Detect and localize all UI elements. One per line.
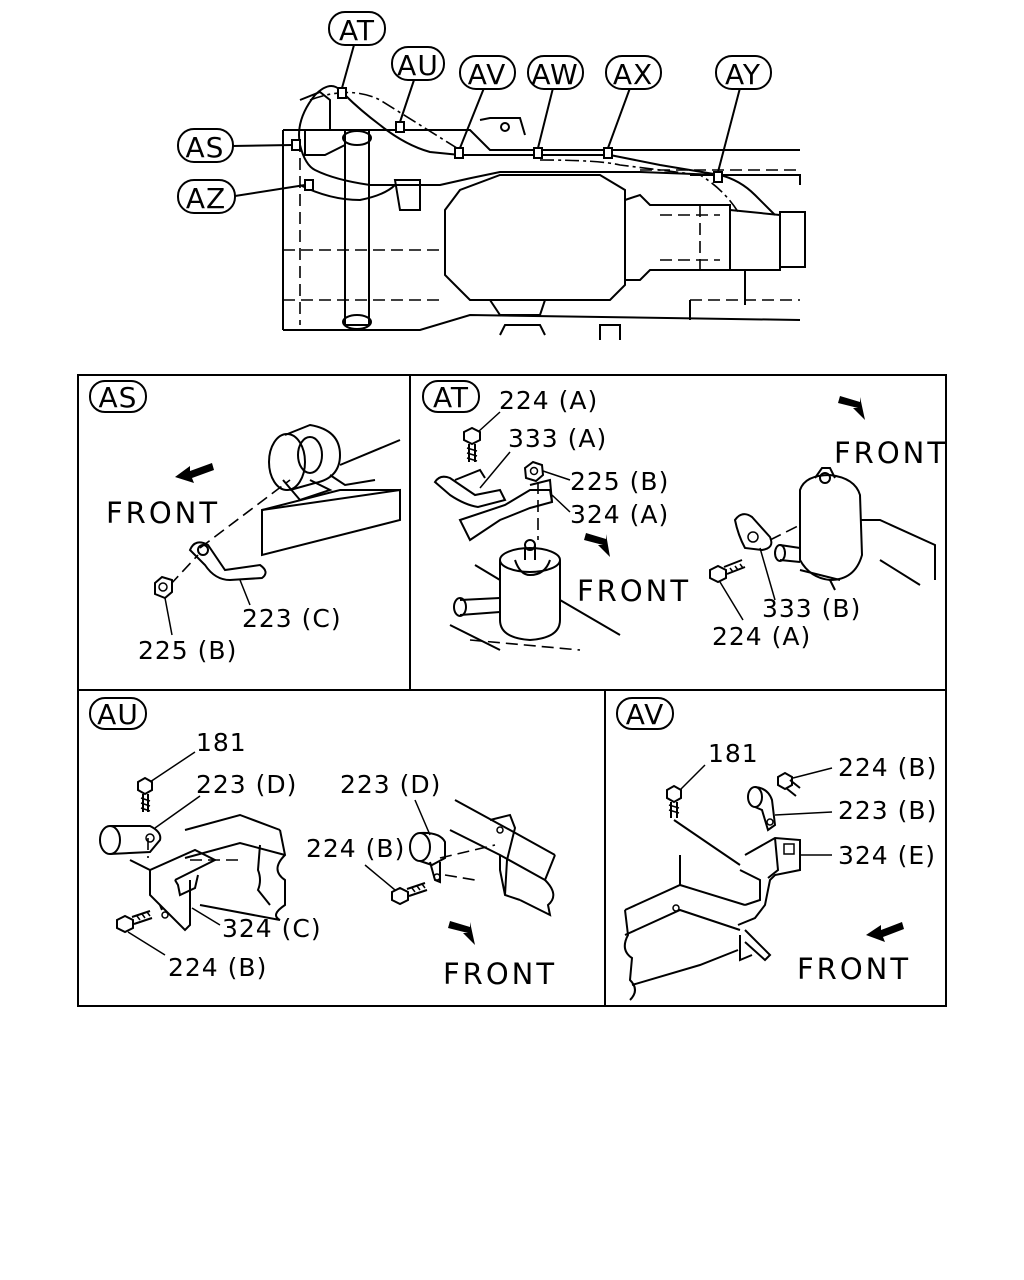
callout-au-label: AU [397, 49, 439, 82]
panel-av-title: AV [626, 698, 665, 731]
front-arrow-icon [584, 533, 610, 557]
callout-aw: AW [527, 55, 584, 91]
panel-at-front-label-1: FRONT [577, 574, 691, 608]
panel-au-title: AU [97, 698, 139, 731]
panel-as-part-225b: 225 (B) [138, 636, 237, 665]
callout-av: AV [459, 55, 516, 91]
callout-at-label: AT [339, 14, 375, 47]
panel-as-front-label: FRONT [106, 496, 220, 530]
panel-av-part-223b: 223 (B) [838, 796, 937, 825]
chassis-overview: AT AU AV AW AX AY AS AZ [177, 11, 806, 340]
panel-at-front-label-2: FRONT [834, 436, 948, 470]
front-arrow-icon [838, 396, 865, 420]
panel-au-front-label: FRONT [443, 957, 557, 991]
callout-ay: AY [715, 55, 772, 91]
callout-as: AS [177, 128, 234, 164]
panel-at-title: AT [433, 381, 469, 414]
panel-as-part-223c: 223 (C) [242, 604, 342, 633]
panel-at: AT 224 (A) 333 (A) 225 (B) 324 (A) 333 (… [422, 380, 948, 651]
panel-au: AU 181 223 (D) 324 (C) 224 (B) 223 (D) 2… [89, 697, 557, 991]
panel-at-part-225b: 225 (B) [570, 467, 669, 496]
callout-at: AT [328, 11, 386, 47]
callout-av-label: AV [468, 58, 507, 91]
callout-az-label: AZ [186, 182, 226, 215]
panel-au-part-181: 181 [196, 728, 247, 757]
callout-aw-label: AW [531, 58, 578, 91]
callout-as-label: AS [186, 131, 225, 164]
panel-at-part-224a-bottom: 224 (A) [712, 622, 811, 651]
callout-au: AU [391, 46, 445, 82]
callout-ay-label: AY [725, 58, 761, 91]
panel-au-part-224b-right: 224 (B) [306, 834, 405, 863]
panel-au-part-223d-right: 223 (D) [340, 770, 441, 799]
panel-at-part-324a: 324 (A) [570, 500, 669, 529]
panel-at-part-333b: 333 (B) [762, 594, 861, 623]
callout-ax: AX [605, 55, 662, 91]
panel-as: AS FRONT 223 (C) 225 (B) [89, 380, 401, 665]
detail-grid [77, 374, 947, 1007]
callout-az: AZ [177, 179, 236, 215]
panel-at-part-333a: 333 (A) [508, 424, 607, 453]
panel-at-part-224a-top: 224 (A) [499, 386, 598, 415]
front-arrow-icon [175, 463, 214, 483]
panel-au-part-223d-left: 223 (D) [196, 770, 297, 799]
panel-av-part-181: 181 [708, 739, 759, 768]
panel-as-title: AS [99, 381, 138, 414]
front-arrow-icon [448, 921, 475, 945]
front-arrow-icon [866, 922, 904, 942]
panel-av-front-label: FRONT [797, 952, 911, 986]
callout-ax-label: AX [613, 58, 653, 91]
panel-av-part-224b: 224 (B) [838, 753, 937, 782]
panel-av: AV 181 224 (B) 223 (B) 324 (E) [616, 697, 937, 1001]
panel-av-part-324e: 324 (E) [838, 841, 936, 870]
panel-au-part-224b-left: 224 (B) [168, 953, 267, 982]
